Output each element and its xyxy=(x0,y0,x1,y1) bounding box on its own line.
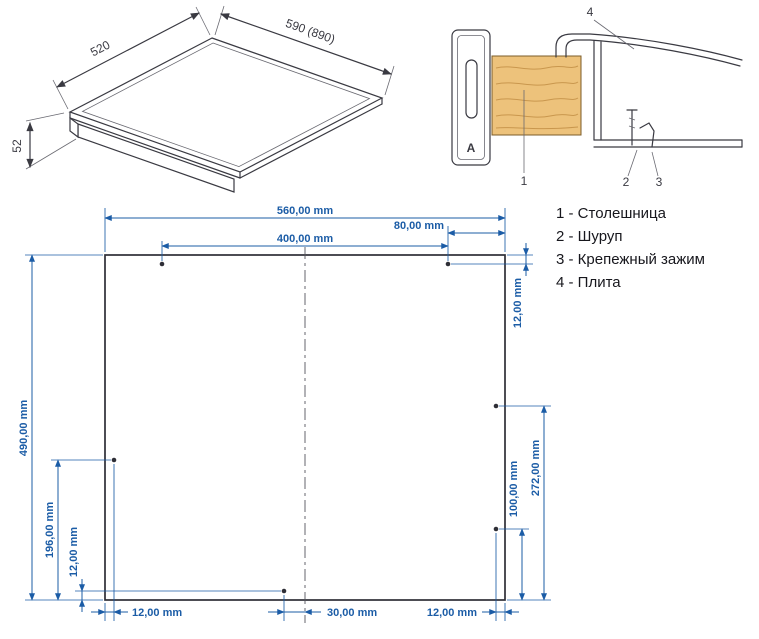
dim-520-label: 520 xyxy=(88,37,113,59)
callout-4-cooktop: 4 xyxy=(587,5,594,19)
dim-line-590 xyxy=(220,13,392,75)
fixing-screw xyxy=(626,109,638,146)
cooktop-thickness-edges xyxy=(69,97,383,179)
dim-490-label: 490,00 mm xyxy=(18,400,30,456)
dim-52-label: 52 xyxy=(10,139,24,153)
mounting-bracket: A xyxy=(451,29,491,166)
dim-12-bottom-left-label: 12,00 mm xyxy=(132,607,182,619)
countertop-wood-block xyxy=(491,55,582,136)
section-callouts: 1 2 3 4 xyxy=(521,5,663,189)
legend-item-countertop: 1 - Столешница xyxy=(556,205,666,222)
cutout-drawing: 560,00 mm 80,00 mm 400,00 mm 12,00 mm 49… xyxy=(18,205,551,623)
bracket-slot xyxy=(465,59,478,119)
legend: 1 - Столешница 2 - Шуруп 3 - Крепежный з… xyxy=(556,202,705,294)
dimension-labels: 560,00 mm 80,00 mm 400,00 mm 12,00 mm 49… xyxy=(18,205,542,619)
cooktop-top-surface xyxy=(68,37,384,173)
isometric-view: 520 590 (890) 52 xyxy=(10,5,395,193)
bracket-label: A xyxy=(467,141,476,155)
dim-196-label: 196,00 mm xyxy=(44,502,56,558)
section-view: A 1 2 xyxy=(451,5,743,189)
dim-400-label: 400,00 mm xyxy=(277,233,333,245)
screw-position-dots xyxy=(111,261,499,594)
legend-item-screw: 2 - Шуруп xyxy=(556,228,623,245)
dim-100-label: 100,00 mm xyxy=(508,461,520,517)
cooktop-section-profile xyxy=(555,33,743,148)
cooktop-glass-inner-outline xyxy=(81,42,371,168)
dim-272-label: 272,00 mm xyxy=(530,440,542,496)
dim-12-bottom-right-label: 12,00 mm xyxy=(427,607,477,619)
callout-3-clip: 3 xyxy=(656,175,663,189)
dim-590-label: 590 (890) xyxy=(284,16,337,46)
dim-30-label: 30,00 mm xyxy=(327,607,377,619)
dim-12-left-bottom-label: 12,00 mm xyxy=(68,527,80,577)
dim-80-label: 80,00 mm xyxy=(394,220,444,232)
dim-12-right-top-label: 12,00 mm xyxy=(512,278,524,328)
dim-560-label: 560,00 mm xyxy=(277,205,333,217)
legend-item-cooktop: 4 - Плита xyxy=(556,274,621,291)
cooktop-body-box xyxy=(69,116,235,193)
dim-line-520 xyxy=(56,12,200,88)
extension-lines xyxy=(25,208,551,621)
callout-2-screw: 2 xyxy=(623,175,630,189)
dimension-lines xyxy=(29,215,547,615)
legend-item-clip: 3 - Крепежный зажим xyxy=(556,251,705,268)
fixing-clip xyxy=(639,122,655,148)
callout-1-countertop: 1 xyxy=(521,174,528,188)
